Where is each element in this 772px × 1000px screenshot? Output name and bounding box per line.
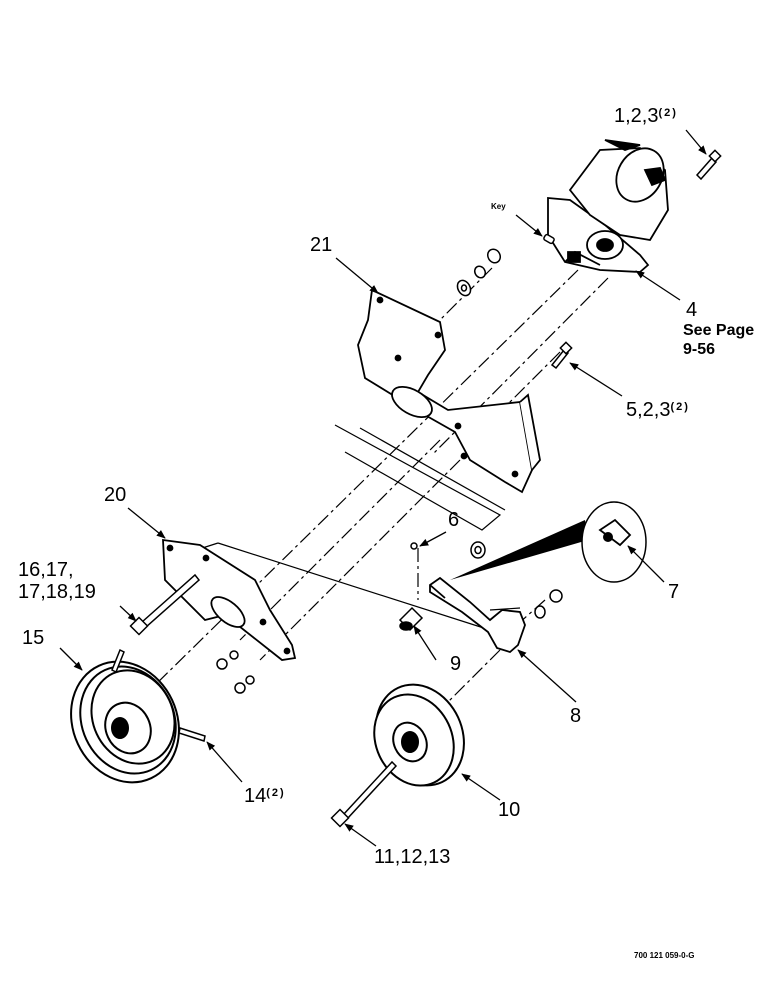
callout-1-2-3: 1,2,3(2): [614, 106, 678, 126]
washer-6: [411, 542, 485, 558]
idler-pulley-10: [360, 670, 480, 800]
callout-4-note-line2: 9-56: [683, 341, 716, 358]
callout-8: 8: [570, 705, 582, 727]
callout-16-line1: 16,17,: [18, 559, 74, 581]
callout-14: 14(2): [244, 786, 286, 806]
figure-id: 700 121 059-0-G: [634, 951, 695, 960]
bracket-20: [163, 540, 295, 660]
detail-bushing-7: [450, 502, 646, 582]
callout-9: 9: [450, 653, 462, 675]
callout-21: 21: [310, 234, 333, 256]
callout-4-note-line1: See Page: [683, 322, 755, 339]
callout-1-2-3-text: 1,2,3: [614, 105, 659, 127]
leader-arrows: [60, 130, 707, 846]
gearbox-motor: [548, 140, 673, 272]
pulley-15: [52, 644, 199, 800]
nut-washer-21: [455, 247, 503, 298]
assembly-guide-lines: [164, 424, 520, 631]
callout-4: 4: [686, 299, 698, 321]
callout-10: 10: [498, 799, 521, 821]
callout-16-line2: 17,18,19: [18, 581, 96, 603]
callout-14-qty: (2): [266, 787, 286, 799]
bolt-1: [697, 150, 721, 179]
callout-14-text: 14: [244, 785, 267, 807]
bolt-11: [332, 762, 396, 826]
callout-11-12-13: 11,12,13: [374, 846, 451, 868]
key-part: [543, 234, 555, 244]
callout-7: 7: [668, 581, 680, 603]
spacer-9: [400, 608, 422, 630]
callout-1-2-3-qty: (2): [658, 107, 678, 119]
callout-5-2-3-qty: (2): [670, 401, 690, 413]
pulley-bolts: [112, 650, 205, 741]
idler-arm-8: [430, 578, 525, 652]
callout-20: 20: [104, 484, 127, 506]
callout-6: 6: [448, 509, 460, 531]
detail-leader-7: [627, 545, 664, 582]
callout-15: 15: [22, 627, 45, 649]
callout-5-2-3-text: 5,2,3: [626, 399, 671, 421]
callout-key: Key: [491, 202, 506, 211]
callout-5-2-3: 5,2,3(2): [626, 400, 690, 420]
bolt-16: [131, 575, 199, 634]
nuts-8: [535, 590, 562, 618]
nuts-20: [217, 651, 254, 693]
bolt-5: [552, 342, 572, 368]
bracket-21: [358, 290, 540, 492]
